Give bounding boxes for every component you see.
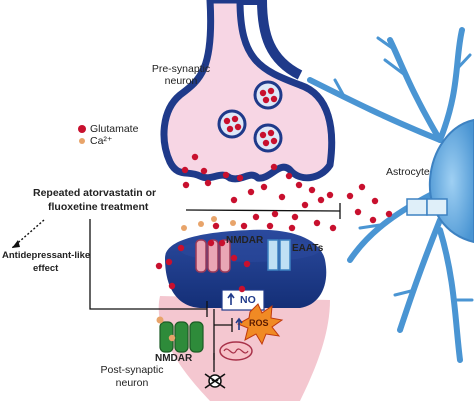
mitochondrion-icon xyxy=(219,341,253,361)
vesicle xyxy=(253,80,283,110)
nmdar-receptor xyxy=(195,239,231,273)
antidepressant-label-line1: Antidepressant-like xyxy=(2,250,91,261)
legend xyxy=(78,125,86,144)
explosion-icon xyxy=(235,303,284,346)
postsynaptic-label-line1: Post-synaptic xyxy=(100,364,164,376)
skull-icon xyxy=(204,373,226,389)
astrocyte-label: Astrocyte xyxy=(386,166,430,178)
astrocyte-transporter xyxy=(406,198,448,216)
eaats-label: EAATs xyxy=(292,243,324,254)
antidepressant-label-line2: effect xyxy=(33,263,59,274)
calcium-particles xyxy=(181,216,236,231)
presynaptic-label: Pre-synaptic neuron xyxy=(151,63,211,88)
eaat-transporter xyxy=(267,239,291,271)
vesicle xyxy=(253,123,283,153)
ros-label: ROS xyxy=(249,318,269,328)
antidepressant-arrow xyxy=(11,219,45,249)
inhibition-arrow xyxy=(89,203,341,372)
no-label: NO xyxy=(240,294,256,306)
calcium-legend-label: Ca²⁺ xyxy=(90,135,113,147)
treatment-label-line1: Repeated atorvastatin or xyxy=(33,187,157,199)
treatment-label-line2: fluoxetine treatment xyxy=(48,201,149,213)
nmdar-green-receptor xyxy=(156,316,204,353)
glutamate-particles xyxy=(155,153,393,293)
nmdar-top-label: NMDAR xyxy=(226,235,264,246)
nmdar-bottom-label: NMDAR xyxy=(155,353,193,364)
vesicle xyxy=(217,109,247,139)
postsynaptic-label-line2: neuron xyxy=(115,377,149,389)
presynaptic-neuron xyxy=(160,0,336,183)
glutamate-legend-label: Glutamate xyxy=(90,123,139,135)
astrocyte xyxy=(307,27,474,363)
postsynaptic-neuron xyxy=(158,229,330,401)
